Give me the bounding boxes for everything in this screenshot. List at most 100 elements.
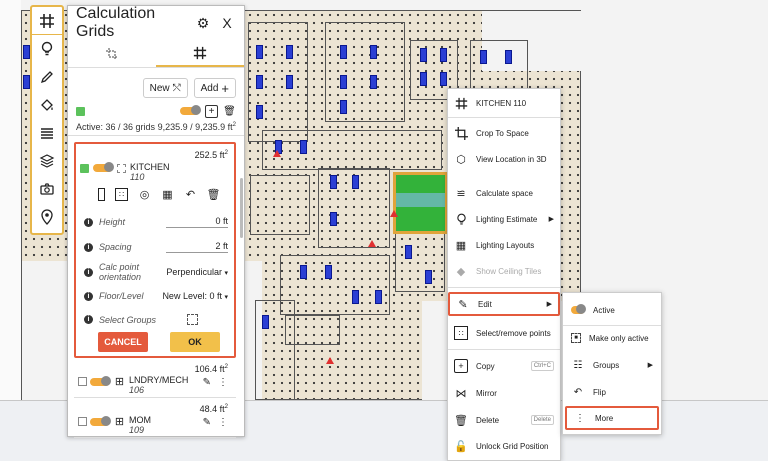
floor-select[interactable]: New Level: 0 ft ▾ [158,291,228,301]
cancel-button[interactable]: CANCEL [98,332,148,352]
pencil-icon[interactable]: ✎ [202,417,211,428]
grid-checkbox[interactable] [78,377,87,386]
submenu-item-active[interactable]: Active [565,298,659,322]
menu-item-lighting-estimate[interactable]: Lighting Estimate ▶ [448,207,560,231]
light-fixture[interactable] [440,72,447,86]
menu-item-mirror[interactable]: ⋈ Mirror [448,381,560,405]
grid-checkbox[interactable] [78,417,87,426]
submenu-item-make-only-active[interactable]: ■ Make only active [565,326,659,350]
grid-active-toggle[interactable] [93,162,114,172]
light-fixture[interactable] [370,75,377,89]
grid-icon[interactable] [32,7,62,35]
light-fixture[interactable] [505,50,512,64]
flip-icon[interactable]: ↶ [185,189,196,201]
add-button[interactable]: Add + [193,78,236,98]
light-fixture[interactable] [330,212,337,226]
tab-crop[interactable] [68,40,156,67]
new-button[interactable]: New ⤲ [142,78,188,98]
layers-icon[interactable] [32,147,62,175]
crop-icon[interactable] [117,164,126,173]
paint-bucket-icon[interactable] [32,91,62,119]
crop-icon[interactable]: ⊞ [114,416,125,428]
grid-active-toggle[interactable] [90,416,111,426]
light-fixture[interactable] [23,45,30,59]
light-fixture[interactable] [340,45,347,59]
menu-item-delete[interactable]: 🗑 Delete Delete [448,408,560,432]
height-input[interactable]: 0 ft [166,216,228,228]
light-fixture[interactable] [286,75,293,89]
light-fixture[interactable] [262,315,269,329]
kitchen-grid-highlight[interactable] [393,172,448,234]
grid-area: 48.4 ft2 [200,404,228,414]
light-fixture[interactable] [352,290,359,304]
select-all-checkbox[interactable] [76,106,85,116]
light-fixture[interactable] [256,45,263,59]
light-fixture[interactable] [352,175,359,189]
light-fixture[interactable] [420,72,427,86]
map-pin-icon[interactable] [32,203,62,231]
menu-item-ceiling-tiles[interactable]: ◆ Show Ceiling Tiles [448,259,560,283]
select-groups-icon[interactable] [187,314,198,325]
light-fixture[interactable] [330,175,337,189]
gear-icon[interactable]: ⚙ [196,14,210,31]
light-fixture[interactable] [300,140,307,154]
light-fixture[interactable] [440,48,447,62]
light-fixture[interactable] [480,50,487,64]
light-fixture[interactable] [425,270,432,284]
light-fixture[interactable] [256,75,263,89]
menu-item-edit[interactable]: ✎ Edit ▶ [448,292,560,316]
light-fixture[interactable] [256,105,263,119]
menu-divider [563,325,661,326]
light-fixture[interactable] [23,75,30,89]
light-fixture[interactable] [405,245,412,259]
light-fixture[interactable] [420,48,427,62]
light-fixture[interactable] [375,290,382,304]
grid-area-value: 106.4 ft [194,364,225,374]
close-button[interactable]: X [222,15,232,31]
more-vert-icon[interactable]: ⋮ [218,417,228,428]
light-fixture[interactable] [300,265,307,279]
menu-item-view3d[interactable]: ⬡ View Location in 3D [448,147,560,171]
menu-item-crop[interactable]: Crop To Space [448,121,560,145]
add-box-icon[interactable]: + [205,104,218,118]
submenu-item-flip[interactable]: ↶ Flip [565,380,659,404]
menu-item-select-points[interactable]: ∷ Select/remove points [448,321,560,345]
light-fixture[interactable] [340,75,347,89]
light-fixture[interactable] [325,265,332,279]
orientation-select[interactable]: Perpendicular ▾ [145,267,228,277]
submenu-item-more[interactable]: ⋮ More [565,406,659,430]
menu-item-lighting-layouts[interactable]: ▦ Lighting Layouts [448,233,560,257]
pencil-icon[interactable] [32,63,62,91]
dot-grid-icon[interactable]: ▦ [162,189,173,201]
crop-icon[interactable]: ⊞ [114,376,125,388]
trash-icon[interactable]: 🗑 [223,105,236,117]
tab-grids[interactable] [156,40,244,67]
light-fixture[interactable] [286,45,293,59]
ok-button[interactable]: OK [170,332,220,352]
more-vert-icon: ⋮ [575,412,585,424]
grid-column-icon[interactable] [98,188,105,201]
lightbulb-icon[interactable] [32,35,62,63]
grid-dots-icon[interactable]: ∷ [115,188,128,201]
grid-checkbox[interactable] [80,164,89,173]
scrollbar[interactable] [240,178,243,238]
light-fixture[interactable] [340,100,347,114]
layers-lines-icon[interactable] [32,119,62,147]
all-active-toggle[interactable] [180,105,201,115]
more-vert-icon[interactable]: ⋮ [218,377,228,388]
grid-active-toggle[interactable] [90,376,111,386]
camera-icon[interactable] [32,175,62,203]
menu-item-calculate[interactable]: ≌ Calculate space [448,181,560,205]
light-fixture[interactable] [370,45,377,59]
target-icon[interactable]: ◎ [139,189,150,201]
spacing-input[interactable]: 2 ft [166,241,228,253]
pencil-icon[interactable]: ✎ [202,377,211,388]
menu-item-unlock[interactable]: 🔓 Unlock Grid Position [448,434,560,458]
menu-item-copy[interactable]: + Copy Ctrl+C [448,354,560,378]
submenu-item-groups[interactable]: ☷ Groups ▶ [565,353,659,377]
trash-icon[interactable]: 🗑 [206,189,221,201]
